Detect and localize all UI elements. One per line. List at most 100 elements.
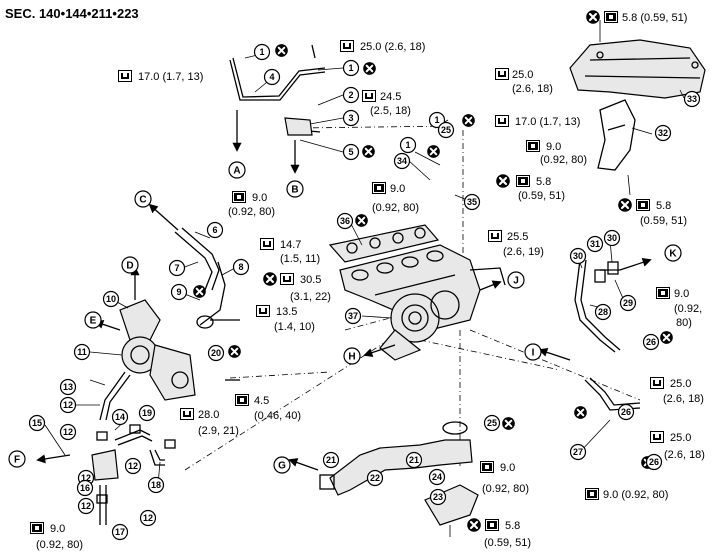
- torque-label: (1.5, 11): [280, 253, 320, 265]
- part-balloon-2: 2: [342, 86, 360, 104]
- torque-label: 80): [676, 317, 692, 329]
- torque-label: 4.5: [254, 395, 269, 407]
- part-number: 35: [467, 197, 477, 207]
- part-balloon-28: 28: [594, 303, 612, 321]
- torque-label: 25.5: [507, 231, 528, 243]
- part-balloon-21: 21: [322, 451, 340, 469]
- part-number: 33: [687, 94, 697, 104]
- torque-label: (2.5, 18): [370, 105, 411, 117]
- torque-wrench-icon: [604, 11, 618, 23]
- part-balloon-13: 13: [59, 378, 77, 396]
- part-number: 32: [658, 128, 668, 138]
- torque-wrench-icon: [526, 140, 540, 152]
- torque-label: 9.0: [390, 183, 405, 195]
- do-not-reuse-icon: [193, 285, 206, 298]
- part-balloon-1: 1: [399, 136, 417, 154]
- torque-wrench-icon: [585, 488, 599, 500]
- torque-label: (3.1, 22): [290, 291, 331, 303]
- do-not-reuse-icon: [618, 198, 632, 212]
- part-number: 17: [115, 527, 125, 537]
- part-balloon-22: 22: [366, 469, 384, 487]
- part-balloon-16: 16: [76, 479, 94, 497]
- turbocharger-37: [379, 290, 460, 361]
- do-not-reuse-icon: [363, 62, 376, 75]
- torque-wrench-icon: [656, 287, 670, 299]
- part-balloon-10: 10: [102, 290, 120, 308]
- torque-wrench-icon: [260, 238, 274, 250]
- part-number: 12: [81, 473, 91, 483]
- section-title: SEC. 140•144•211•223: [5, 6, 139, 21]
- view-letter: B: [291, 185, 298, 196]
- part-balloon-12: 12: [59, 423, 77, 441]
- torque-wrench-icon: [30, 522, 44, 534]
- part-balloon-11: 11: [73, 343, 91, 361]
- part-balloon-5: 5: [342, 143, 360, 161]
- view-letter-A: A: [228, 161, 246, 179]
- do-not-reuse-icon: [275, 44, 288, 57]
- torque-label: 14.7: [280, 239, 301, 251]
- do-not-reuse-icon: [660, 331, 673, 344]
- do-not-reuse-icon: [355, 214, 368, 227]
- view-letter: A: [233, 166, 240, 177]
- torque-wrench-icon: [488, 230, 502, 242]
- part-number: 1: [405, 140, 410, 150]
- view-letter-K: K: [664, 244, 682, 262]
- torque-wrench-icon: [256, 305, 270, 317]
- torque-label: 30.5: [300, 274, 321, 286]
- part-number: 11: [77, 347, 87, 357]
- torque-label: (0.59, 51): [518, 190, 565, 202]
- torque-wrench-icon: [650, 377, 664, 389]
- torque-wrench-icon: [235, 394, 249, 406]
- part-balloon-1: 1: [342, 59, 360, 77]
- part-balloon-1: 1: [428, 111, 446, 129]
- part-number: 34: [397, 156, 407, 166]
- part-balloon-26: 26: [642, 333, 660, 351]
- part-number: 21: [326, 455, 336, 465]
- view-letter-F: F: [8, 450, 26, 468]
- part-number: 12: [143, 513, 153, 523]
- part-balloon-26: 26: [617, 403, 635, 421]
- part-balloon-6: 6: [206, 221, 224, 239]
- part-number: 3: [348, 113, 353, 123]
- part-balloon-3: 3: [342, 109, 360, 127]
- water-tubes-left: [229, 44, 326, 174]
- torque-label: 9.0: [50, 523, 65, 535]
- torque-specs: 25.0 (2.6, 18) 17.0 (1.7, 13) 2 4.5 (2.5,…: [30, 10, 705, 551]
- view-letter: J: [513, 276, 519, 287]
- do-not-reuse-icon: [574, 406, 587, 419]
- exhaust-manifold: [339, 244, 481, 331]
- view-letter-E: E: [84, 311, 102, 329]
- view-letter: K: [669, 249, 677, 260]
- part-number: 13: [63, 382, 73, 392]
- torque-label: (2.6, 18): [664, 449, 705, 461]
- do-not-reuse-icon: [586, 10, 600, 24]
- part-number: 29: [623, 298, 633, 308]
- torque-label: (0.46, 40): [254, 410, 301, 422]
- part-number: 10: [106, 294, 116, 304]
- part-number: 4: [269, 72, 274, 82]
- part-number: 2: [348, 90, 353, 100]
- part-balloon-18: 18: [147, 476, 165, 494]
- part-number: 27: [573, 447, 583, 457]
- do-not-reuse-icon: [228, 345, 241, 358]
- part-number: 22: [370, 473, 380, 483]
- view-letter: E: [90, 316, 97, 327]
- part-balloon-12: 12: [124, 457, 142, 475]
- torque-label: (2.9, 21): [198, 425, 239, 437]
- do-not-reuse-icon: [502, 417, 515, 430]
- part-number: 20: [211, 348, 221, 358]
- do-not-reuse-icon: [263, 272, 277, 286]
- part-number: 25: [487, 418, 497, 428]
- torque-label: (1.4, 10): [274, 321, 315, 333]
- torque-label: 17.0 (1.7, 13): [515, 116, 580, 128]
- torque-wrench-icon: [636, 199, 650, 211]
- torque-label: 9.0: [252, 192, 267, 204]
- part-number: 18: [151, 480, 161, 490]
- manifold-gasket-36: [328, 224, 440, 263]
- torque-label: 17.0 (1.7, 13): [138, 71, 203, 83]
- part-balloon-9: 9: [170, 283, 188, 301]
- torque-label: 25.0 (2.6, 18): [360, 41, 425, 53]
